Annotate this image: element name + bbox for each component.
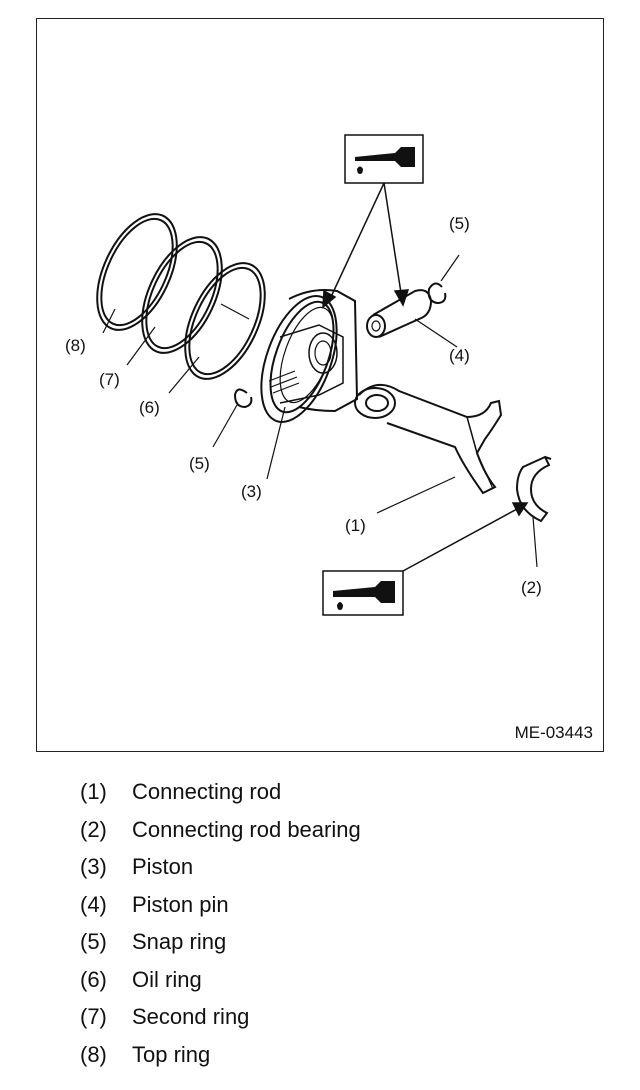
oil-ring xyxy=(184,262,266,380)
legend-number: (5) xyxy=(80,929,107,954)
legend-label: Piston xyxy=(132,854,194,879)
arrow-group xyxy=(322,182,529,572)
legend-label: Oil ring xyxy=(132,966,202,992)
connecting-rod-bearing xyxy=(515,455,552,523)
legend-item: (1) Connecting rod xyxy=(80,779,361,818)
connecting-rod xyxy=(354,384,503,495)
legend-item: (5) Snap ring xyxy=(80,929,361,968)
snap-ring-right xyxy=(427,282,447,305)
legend-number: (6) xyxy=(80,966,107,992)
callout-5-right: (5) xyxy=(449,214,470,233)
exploded-view-drawing xyxy=(96,134,552,616)
figure-id: ME-03443 xyxy=(514,723,593,742)
legend-item: (4) Piston pin xyxy=(80,891,361,931)
callout-6: (6) xyxy=(139,398,160,417)
piston xyxy=(260,289,359,423)
legend-label: Top ring xyxy=(132,1041,211,1067)
parts-legend: (1) Connecting rod (2) Connecting rod bear… xyxy=(80,779,361,1081)
callout-2: (2) xyxy=(521,578,542,597)
leader-lines xyxy=(102,254,538,568)
legend-item: (8) Top ring xyxy=(80,1041,361,1081)
legend-label: Snap ring xyxy=(132,929,227,954)
snap-ring-left xyxy=(233,388,253,409)
legend-label: Connecting rod bearing xyxy=(132,816,361,842)
legend-number: (7) xyxy=(80,1004,107,1029)
legend-label: Connecting rod xyxy=(132,779,282,804)
legend-number: (2) xyxy=(80,816,107,842)
callout-7: (7) xyxy=(99,370,120,389)
callout-1: (1) xyxy=(345,516,366,535)
legend-number: (3) xyxy=(80,854,107,879)
callout-8: (8) xyxy=(65,336,86,355)
legend-number: (8) xyxy=(80,1041,107,1067)
callout-3: (3) xyxy=(241,482,262,501)
top-ring xyxy=(96,213,178,331)
second-ring xyxy=(141,236,223,354)
legend-label: Second ring xyxy=(132,1004,250,1029)
legend-item: (6) Oil ring xyxy=(80,966,361,1006)
legend-item: (2) Connecting rod bearing xyxy=(80,816,361,856)
legend-number: (1) xyxy=(80,779,107,804)
figure-frame: (8) (7) (6) (5) (3) (5) (4) (1) (2) ME-0… xyxy=(36,18,604,752)
callout-4: (4) xyxy=(449,346,470,365)
legend-item: (7) Second ring xyxy=(80,1004,361,1043)
legend-number: (4) xyxy=(80,891,107,917)
oil-can-icon xyxy=(344,134,424,184)
legend-item: (3) Piston xyxy=(80,854,361,893)
legend-label: Piston pin xyxy=(132,891,229,917)
oil-can-icon xyxy=(322,570,404,616)
callout-5-left: (5) xyxy=(189,454,210,473)
